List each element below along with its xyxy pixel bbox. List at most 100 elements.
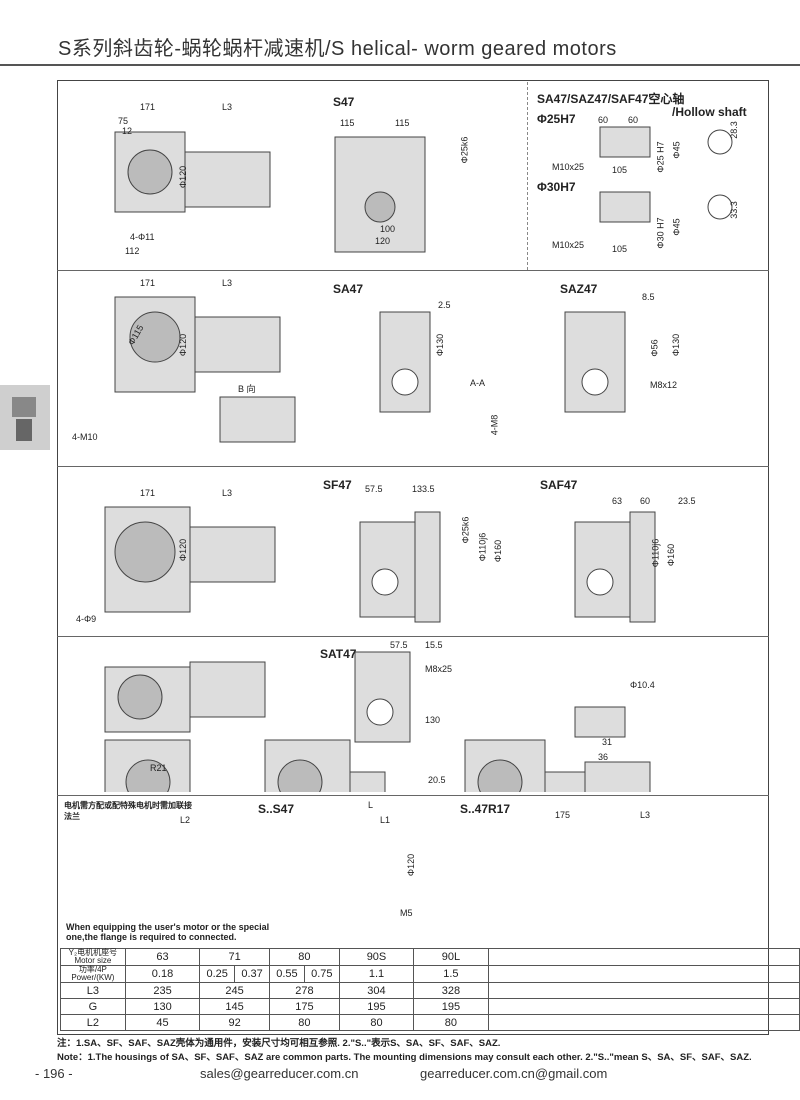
dim: M10x25 [552,240,585,250]
dim: B 向 [238,384,256,394]
dim: L3 [222,278,233,288]
hollow-bore-30: Φ30H7 [537,180,576,194]
dim: 115 [340,118,355,128]
dim: 171 [140,102,156,112]
dim: 105 [612,244,628,254]
dim: 4-Φ11 [130,232,155,242]
dim: M5 [400,908,413,918]
dim: Φ120 [178,165,189,189]
dim: A-A [470,378,486,388]
title-rule [0,64,800,66]
email-gmail[interactable]: gearreducer.com.cn@gmail.com [420,1066,608,1081]
dim: 112 [125,246,140,256]
dim: R21 [150,763,167,773]
flange-note-en: When equipping the user's motor or the s… [66,922,270,942]
dim: 171 [140,488,156,498]
section-title-sat47: SAT47 [320,647,357,661]
section-title-sa47: SA47 [333,282,364,296]
section-title-ss47: S..S47 [258,802,295,816]
dim: Φ160 [493,539,504,563]
dim: Φ130 [435,333,446,357]
section-title-saz47: SAZ47 [560,282,598,296]
dim: 105 [612,165,628,175]
dim: Φ160 [666,543,677,567]
page-title: S系列斜齿轮-蜗轮蜗杆减速机/S helical- worm geared mo… [58,38,617,60]
dim: L1 [380,815,391,825]
dim: Φ120 [178,538,189,562]
dim: 4-M8 [489,414,500,436]
dim: 8.5 [642,292,655,302]
email-sales[interactable]: sales@gearreducer.com.cn [200,1066,359,1081]
note-cn: 注：1.SA、SF、SAF、SAZ壳体为通用件，安装尺寸均可相互参照. 2."S… [57,1038,501,1049]
dim: 33.3 [728,201,739,219]
dim: 75 [118,116,129,126]
divider [57,795,769,796]
dim: 60 [640,496,651,506]
dim: Φ25k6 [460,516,471,544]
dim: Φ56 [649,339,660,357]
dim: 175 [555,810,571,820]
flange-note-cn: 电机需方配或配特殊电机时需加联接法兰 [64,801,192,821]
dim: L3 [222,102,233,112]
dim: 171 [140,278,156,288]
section-title-sf47: SF47 [323,478,352,492]
dim: 20.5 [428,775,446,785]
dim: Φ120 [178,333,189,357]
technical-drawings [104,126,733,792]
drawing-frame [57,80,769,1035]
side-tab-gear-icon [0,385,50,450]
divider [527,82,528,270]
dim: Φ120 [406,853,417,877]
dim: 4-M10 [72,432,98,442]
dim: M10x25 [552,162,585,172]
divider [57,636,769,637]
divider [57,270,769,271]
dim: 31 [602,737,613,747]
dim: 15.5 [425,640,443,650]
section-title-hollow: SA47/SAZ47/SAF47空心轴 [537,92,685,106]
dim: 4-Φ9 [76,614,97,624]
dim: 115 [395,118,410,128]
dim: L3 [640,810,651,820]
dim: 57.5 [390,640,408,650]
dim: 63 [612,496,623,506]
dim: Φ110j6 [477,532,488,562]
dim: L3 [222,488,233,498]
dim: Φ25k6 [459,136,470,164]
hollow-bore-25: Φ25H7 [537,112,576,126]
dim: 60 [628,115,639,125]
dim: 2.5 [438,300,451,310]
notes: 注：1.SA、SF、SAF、SAZ壳体为通用件，安装尺寸均可相互参照. 2."S… [57,1037,752,1065]
dim: 12 [122,126,133,136]
dim: M8x25 [425,664,453,674]
dim: 100 [380,224,396,234]
dim: Φ110j6 [650,538,661,568]
page-number: - 196 - [35,1066,73,1081]
dim: Φ45 [671,141,682,159]
dim: M8x12 [650,380,678,390]
dim: Φ25 H7 [655,141,666,173]
dim: L2 [180,815,191,825]
divider [57,466,769,467]
dim: 133.5 [412,484,435,494]
section-title-saf47: SAF47 [540,478,578,492]
note-en: Note：1.The housings of SA、SF、SAF、SAZ are… [57,1052,752,1063]
dim: 120 [375,236,391,246]
section-title-s47: S47 [333,95,355,109]
dim: L [368,800,374,810]
section-title-s47r17: S..47R17 [460,802,511,816]
dim: Φ30 H7 [655,217,666,249]
dim: 36 [598,752,609,762]
dim: 57.5 [365,484,383,494]
section-subtitle-hollow: /Hollow shaft [672,105,747,119]
dim: 60 [598,115,609,125]
dim: Φ45 [671,218,682,236]
dim: 130 [425,715,441,725]
